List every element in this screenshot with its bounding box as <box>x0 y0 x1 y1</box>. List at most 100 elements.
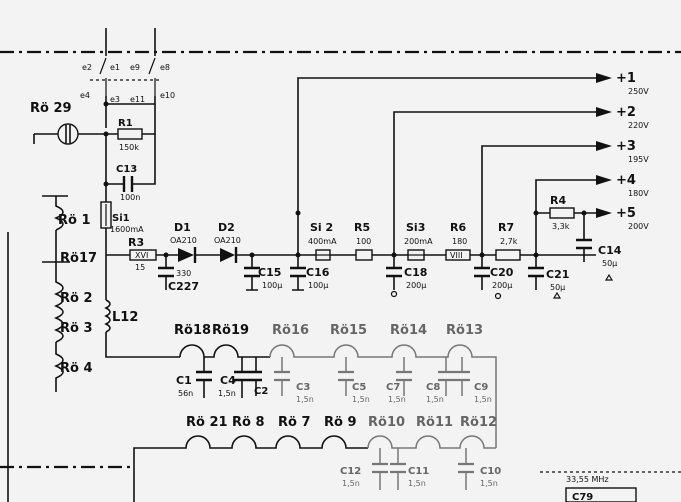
c15-value: 100µ <box>262 281 282 290</box>
c20-name: C20 <box>490 266 514 279</box>
contact-e8: e8 <box>160 63 170 72</box>
heater-row2-black <box>133 435 368 502</box>
contact-e1: e1 <box>110 63 120 72</box>
resistor-r6 <box>445 249 471 261</box>
r4-value: 3,3k <box>552 222 570 231</box>
heater-ro7: Rö 7 <box>278 415 311 430</box>
c14-value: 50µ <box>602 259 617 268</box>
c3-name: C3 <box>296 382 310 393</box>
c11-value: 1,5n <box>408 479 426 488</box>
r1-name: R1 <box>118 118 133 129</box>
capacitor-c8 <box>438 370 454 382</box>
capacitor-c15 <box>244 266 260 278</box>
tap-out2 <box>393 111 596 255</box>
capacitor-c2 <box>250 370 262 382</box>
capacitor-c11 <box>390 462 406 474</box>
tap-out4 <box>535 179 596 255</box>
resistor-r7 <box>495 249 521 261</box>
crystal-box <box>565 487 637 502</box>
heater-row1-gray <box>269 344 497 448</box>
lamp-lead-left <box>33 133 58 144</box>
out2-number: +2 <box>616 105 636 120</box>
heater-chain-left <box>42 195 70 392</box>
capacitor-c12 <box>372 462 388 474</box>
c9-name: C9 <box>474 382 488 393</box>
contact-e3: e3 <box>110 95 120 104</box>
out3-number: +3 <box>616 139 636 154</box>
c227-name: C227 <box>168 280 199 293</box>
capacitor-c1 <box>196 370 212 382</box>
heater-ro17: Rö17 <box>60 251 97 266</box>
capacitor-c10 <box>458 462 474 474</box>
c11-name: C11 <box>408 466 429 477</box>
diode-d1 <box>178 248 194 262</box>
out4-number: +4 <box>616 173 636 188</box>
resistor-r4 <box>549 207 575 219</box>
heater-ro12: Rö12 <box>460 415 497 430</box>
capacitor-c7 <box>396 370 412 382</box>
heater-ro13: Rö13 <box>446 323 483 338</box>
capacitor-c4 <box>234 370 250 382</box>
heater-ro10: Rö10 <box>368 415 405 430</box>
contact-e11: e11 <box>130 95 145 104</box>
heater-ro19: Rö19 <box>212 323 249 338</box>
heater-ro16: Rö16 <box>272 323 309 338</box>
contact-e4: e4 <box>80 91 90 100</box>
resistor-r1 <box>117 128 143 140</box>
out2-voltage: 220V <box>628 121 649 130</box>
c5-value: 1,5n <box>352 395 370 404</box>
r7-value: 2,7k <box>500 237 518 246</box>
c10-value: 1,5n <box>480 479 498 488</box>
out1-voltage: 250V <box>628 87 649 96</box>
c20-value: 200µ <box>492 281 512 290</box>
tap-out1 <box>297 77 596 255</box>
out5-number: +5 <box>616 206 636 221</box>
out3-voltage: 195V <box>628 155 649 164</box>
heater-ro14: Rö14 <box>390 323 427 338</box>
heater-ro18: Rö18 <box>174 323 211 338</box>
heater-ro15: Rö15 <box>330 323 367 338</box>
heater-row2-gray <box>367 435 496 449</box>
c14-name: C14 <box>598 244 622 257</box>
c1-name: C1 <box>176 374 192 387</box>
r1-value: 150k <box>119 143 139 152</box>
r4-name: R4 <box>550 194 566 207</box>
heater-ro21: Rö 21 <box>186 415 228 430</box>
r7-name: R7 <box>498 221 514 234</box>
c18-value: 200µ <box>406 281 426 290</box>
heater-ro3: Rö 3 <box>60 321 93 336</box>
resistor-r5 <box>355 249 373 261</box>
c13-value: 100n <box>120 193 140 202</box>
heater-row1-black <box>179 344 270 358</box>
capacitor-c21 <box>528 266 544 278</box>
heater-ro1: Rö 1 <box>58 213 91 228</box>
si2-value: 400mA <box>308 237 337 246</box>
c8-name: C8 <box>426 382 440 393</box>
r6-name: R6 <box>450 221 466 234</box>
switch-group <box>90 28 160 128</box>
c5-name: C5 <box>352 382 366 393</box>
contact-e2: e2 <box>82 63 92 72</box>
c4-value: 1,5n <box>218 389 236 398</box>
capacitor-c18 <box>386 266 402 278</box>
out1-number: +1 <box>616 71 636 86</box>
heater-ro2: Rö 2 <box>60 291 93 306</box>
tap-out3 <box>481 145 596 255</box>
c2-name: C2 <box>254 386 268 397</box>
capacitor-c16 <box>290 266 306 278</box>
capacitor-c3 <box>274 370 290 382</box>
d2-name: D2 <box>218 221 235 234</box>
c9-value: 1,5n <box>474 395 492 404</box>
si3-value: 200mA <box>404 237 433 246</box>
c12-value: 1,5n <box>342 479 360 488</box>
c7-value: 1,5n <box>388 395 406 404</box>
c13-name: C13 <box>116 164 137 175</box>
heater-ro9: Rö 9 <box>324 415 357 430</box>
c12-name: C12 <box>340 466 361 477</box>
c1-value: 56n <box>178 389 193 398</box>
c21-name: C21 <box>546 268 569 281</box>
contact-e10: e10 <box>160 91 175 100</box>
c3-value: 1,5n <box>296 395 314 404</box>
